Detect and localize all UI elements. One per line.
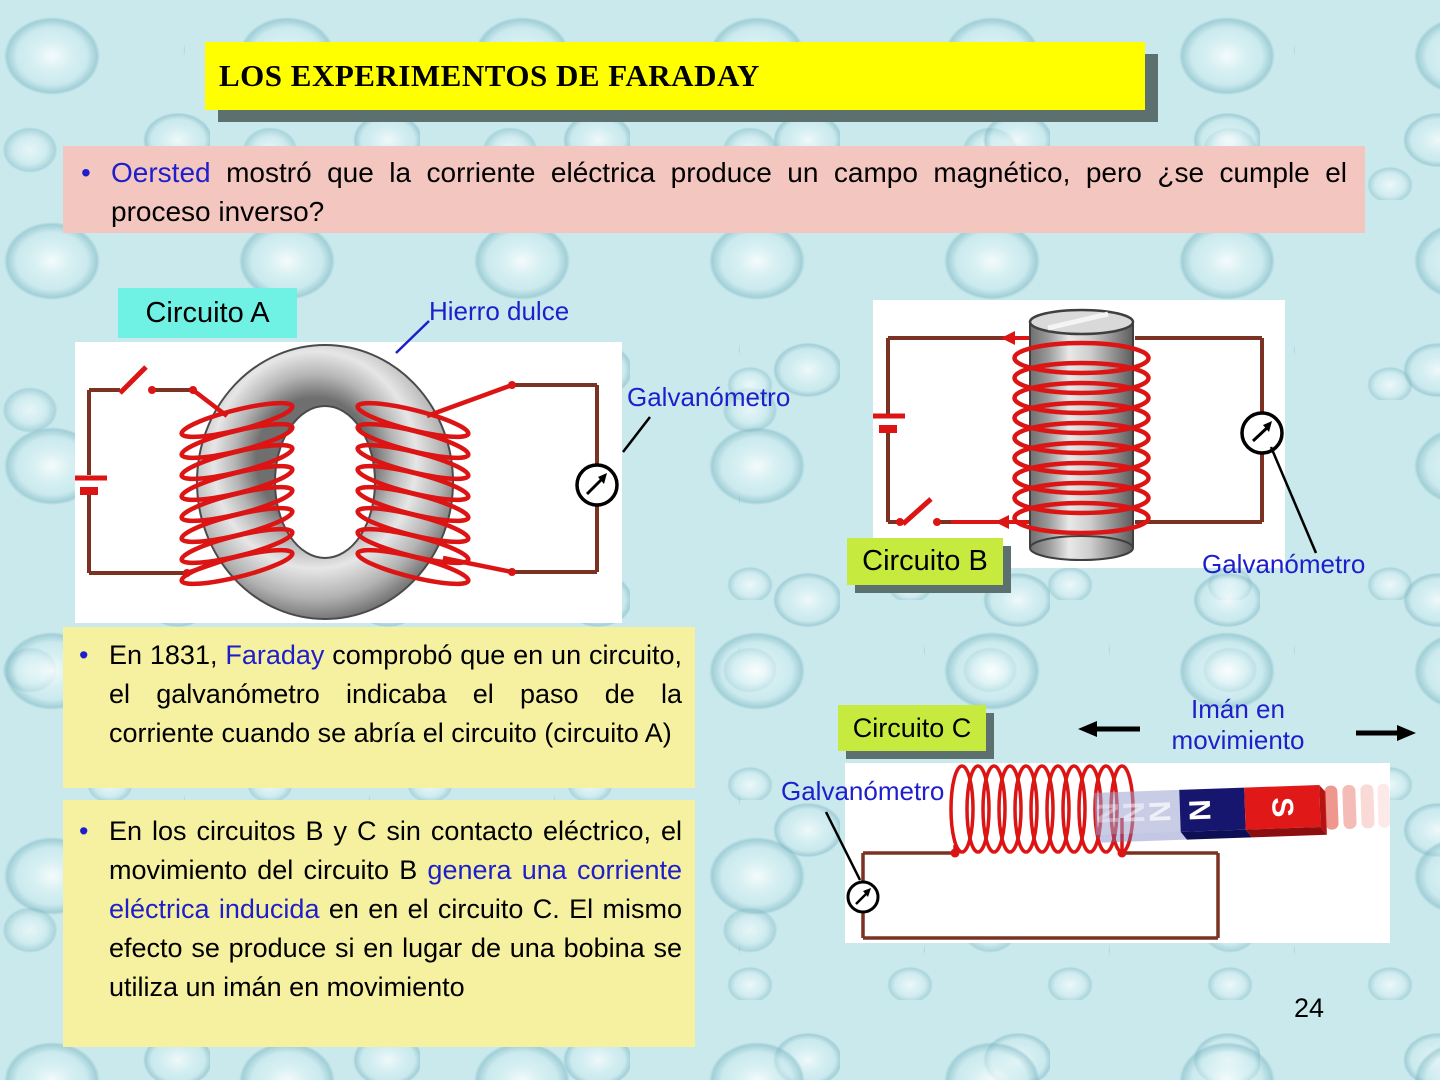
galvanometer-c-label: Galvanómetro (781, 776, 945, 806)
intro-rest: mostró que la corriente eléctrica produc… (111, 157, 1347, 227)
circuit-a-label-text: Circuito A (145, 296, 270, 329)
note-1-pre: En 1831, (109, 640, 226, 670)
galvanometer-a-icon (575, 463, 619, 507)
galvanometer-a-leader-line (622, 416, 651, 453)
galvanometer-b-label: Galvanómetro (1202, 549, 1366, 579)
magnet-motion-arrow-left (1078, 721, 1140, 737)
magnet-motion-ghost (1324, 785, 1339, 830)
intro-text: Oersted mostró que la corriente eléctric… (111, 153, 1347, 233)
note-2-text: En los circuitos B y C sin contacto eléc… (109, 812, 682, 1047)
page-number: 24 (1294, 993, 1325, 1023)
note-1-text: En 1831, Faraday comprobó que en un circ… (109, 636, 682, 788)
title-banner: LOS EXPERIMENTOS DE FARADAY (205, 42, 1145, 110)
circuit-a-label: Circuito A (118, 288, 297, 338)
magnet-south-label: S (1265, 797, 1299, 818)
junction-dots (183, 381, 516, 577)
circuit-c-diagram: N N N N S (846, 764, 1390, 940)
battery-icon (75, 475, 107, 495)
note-faraday-1831: • En 1831, Faraday comprobó que en un ci… (63, 627, 695, 788)
note-1-highlight: Faraday (225, 640, 325, 670)
moving-magnet-label: Imán en movimiento (1171, 694, 1305, 755)
circuit-a-panel (75, 342, 622, 623)
galvanometer-b-icon (1240, 411, 1284, 455)
intro-highlight: Oersted (111, 157, 211, 188)
note-1-post: comprobó que en un circuito, el galvanóm… (109, 640, 682, 748)
note-2-post: en en el circuito C. El mismo efecto se … (109, 894, 682, 1002)
circuit-c-label-text: Circuito C (852, 712, 972, 743)
intro-box: • Oersted mostró que la corriente eléctr… (63, 146, 1365, 233)
galvanometer-c-icon (846, 880, 880, 914)
galvanometer-a-label: Galvanómetro (627, 382, 791, 412)
note-1-bullet: • (79, 640, 89, 670)
iron-core-label: Hierro dulce (429, 296, 570, 326)
magnet-north-ghost-1: N (1090, 802, 1124, 825)
switch-icon (118, 365, 156, 395)
bar-magnet: N N N N S (1090, 783, 1390, 843)
page-title: LOS EXPERIMENTOS DE FARADAY (219, 58, 760, 93)
circuit-b-panel (873, 300, 1285, 568)
intro-bullet: • (81, 157, 91, 188)
primary-coil (179, 388, 295, 587)
circuit-c-panel: N N N N S (845, 763, 1390, 943)
solenoid-coil (1012, 340, 1151, 536)
circuit-b-label-text: Circuito B (862, 545, 988, 577)
secondary-coil (355, 382, 513, 587)
current-arrow-top (1001, 331, 1015, 345)
note-induced-current: • En los circuitos B y C sin contacto el… (63, 800, 695, 1047)
battery-icon-b (873, 413, 905, 433)
circuit-c-wires (861, 851, 1220, 940)
magnet-north-ghost-3: N (1142, 800, 1176, 823)
magnet-north-label: N (1182, 799, 1216, 822)
circuit-c-label: Circuito C (838, 705, 986, 751)
circuit-b-label: Circuito B (847, 538, 1003, 585)
note-2-pre: En los circuitos B y C sin contacto eléc… (109, 816, 682, 885)
circuit-b-diagram (873, 308, 1284, 561)
current-arrow-bottom (995, 515, 1009, 529)
magnet-north-ghost-2: N (1116, 801, 1150, 824)
circuit-a-diagram (75, 344, 619, 620)
note-2-highlight: genera una corriente eléctrica inducida (109, 855, 682, 924)
switch-icon-b (896, 497, 941, 526)
note-2-bullet: • (79, 816, 89, 846)
magnet-motion-arrow-right (1356, 725, 1416, 741)
